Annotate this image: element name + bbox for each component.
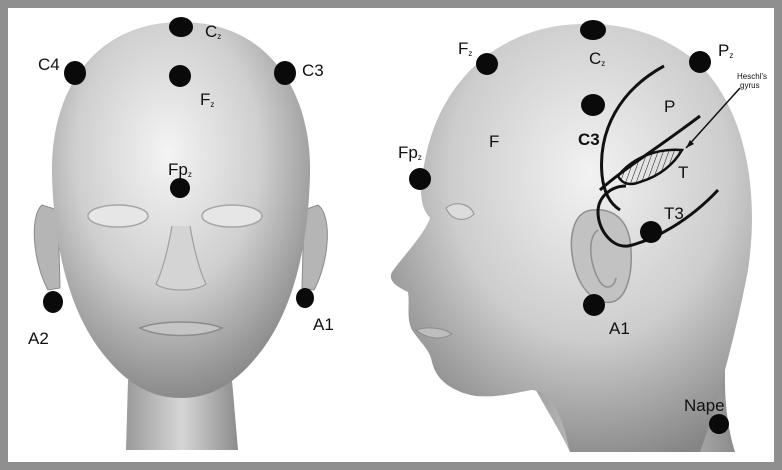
- electrode-side-t3: [640, 221, 662, 243]
- electrode-side-fz: [476, 53, 498, 75]
- label-region-temporal: T: [678, 163, 688, 182]
- electrode-front-a2: [43, 291, 63, 313]
- label-heschls-line1: Heschl's: [737, 72, 767, 81]
- right-eye: [202, 205, 262, 227]
- label-front-c3: C3: [302, 61, 324, 80]
- label-front-a1: A1: [313, 315, 334, 334]
- electrode-front-c4: [64, 61, 86, 85]
- label-region-parietal: P: [664, 97, 675, 116]
- left-eye: [88, 205, 148, 227]
- side-head: [391, 24, 752, 452]
- label-side-fpz: Fpz: [398, 143, 422, 162]
- electrode-side-cz: [580, 20, 606, 40]
- label-side-a1: A1: [609, 319, 630, 338]
- electrode-side-nape: [709, 414, 729, 434]
- electrode-front-fpz: [170, 178, 190, 198]
- label-side-nape: Nape: [684, 396, 725, 415]
- electrode-front-c3: [274, 61, 296, 85]
- label-front-a2: A2: [28, 329, 49, 348]
- label-front-cz: Cz: [205, 22, 221, 41]
- label-side-c3: C3: [578, 130, 600, 149]
- label-region-frontal: F: [489, 132, 499, 151]
- electrode-front-fz: [169, 65, 191, 87]
- electrode-front-a1: [296, 288, 314, 308]
- electrode-side-a1: [583, 294, 605, 316]
- label-side-fz: Fz: [458, 39, 472, 58]
- electrode-front-cz: [169, 17, 193, 37]
- label-heschls-line2: gyrus: [740, 81, 760, 90]
- electrode-side-c3: [581, 94, 605, 116]
- label-side-t3: T3: [664, 204, 684, 223]
- label-front-c4: C4: [38, 55, 60, 74]
- electrode-side-fpz: [409, 168, 431, 190]
- electrode-side-pz: [689, 51, 711, 73]
- label-side-pz: Pz: [718, 41, 733, 60]
